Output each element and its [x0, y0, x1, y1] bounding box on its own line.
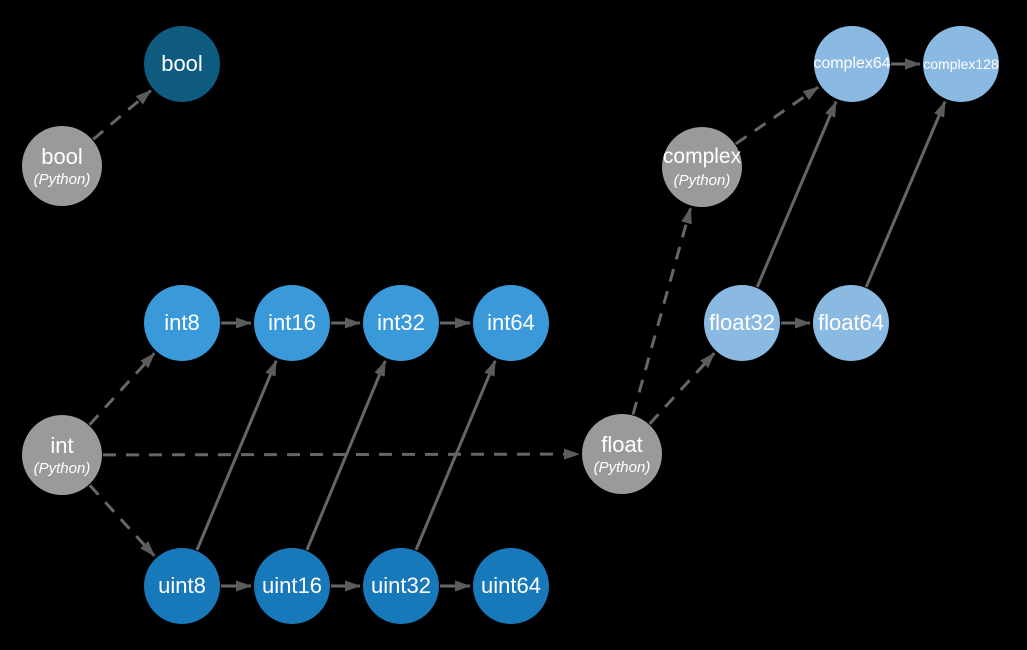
edge-int-python-to-int8-arrow [88, 352, 156, 426]
edge-float-python-to-float32-arrow [648, 352, 716, 425]
node-int32: int32 [363, 285, 439, 361]
node-float-python-label: float [601, 431, 643, 457]
edge-bool-python-to-bool-arrow [92, 89, 152, 141]
node-uint16: uint16 [254, 548, 330, 624]
node-uint64-label: uint64 [481, 573, 541, 599]
node-uint32-label: uint32 [371, 573, 431, 599]
edge-float-python-to-complex-python-arrow [631, 207, 692, 415]
edge-uint8-to-int16-arrow [195, 359, 278, 551]
node-complex64-label: complex64 [813, 54, 891, 72]
node-complex-python-label: complex [662, 145, 742, 169]
node-uint8: uint8 [144, 548, 220, 624]
node-complex128-label: complex128 [923, 55, 999, 72]
node-int-python-label: int [50, 432, 74, 458]
node-complex-python: complex (Python) [662, 127, 742, 207]
node-uint8-label: uint8 [158, 573, 206, 599]
node-complex128: complex128 [923, 26, 999, 102]
node-float32: float32 [704, 285, 780, 361]
node-float64-label: float64 [817, 310, 885, 336]
node-uint16-label: uint16 [262, 573, 322, 599]
node-bool-python: bool (Python) [22, 126, 102, 206]
node-int8: int8 [144, 285, 220, 361]
edge-int-python-to-float-python-arrow [102, 448, 580, 460]
node-int-python: int (Python) [22, 415, 102, 495]
node-bool-python-sublabel: (Python) [33, 171, 91, 189]
node-uint64: uint64 [473, 548, 549, 624]
node-int64: int64 [473, 285, 549, 361]
node-uint32: uint32 [363, 548, 439, 624]
node-int-python-sublabel: (Python) [33, 460, 91, 478]
node-int16: int16 [254, 285, 330, 361]
node-bool-label: bool [161, 51, 203, 77]
edge-uint32-to-int64-arrow [414, 359, 497, 551]
node-bool: bool [144, 26, 220, 102]
node-complex-python-sublabel: (Python) [673, 171, 731, 189]
edge-float64-to-complex128-arrow [864, 100, 947, 288]
edge-complex-python-to-complex64-arrow [734, 85, 820, 146]
node-int8-label: int8 [164, 310, 200, 336]
node-int32-label: int32 [377, 310, 425, 336]
node-complex64: complex64 [813, 26, 891, 102]
node-float-python-sublabel: (Python) [593, 459, 651, 477]
node-int64-label: int64 [487, 310, 535, 336]
edge-int-python-to-uint8-arrow [88, 484, 156, 557]
node-float32-label: float32 [708, 310, 776, 336]
node-bool-python-label: bool [41, 143, 83, 169]
edge-float32-to-complex64-arrow [755, 100, 838, 288]
node-float64: float64 [813, 285, 889, 361]
edge-uint16-to-int32-arrow [305, 359, 387, 551]
node-int16-label: int16 [268, 310, 316, 336]
node-float-python: float (Python) [582, 414, 662, 494]
